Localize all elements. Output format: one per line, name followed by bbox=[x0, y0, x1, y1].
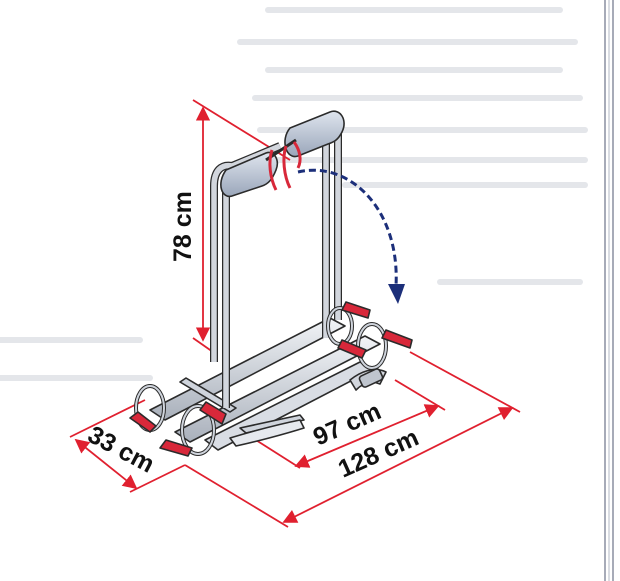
latch bbox=[349, 368, 387, 391]
total-width-dimension bbox=[184, 351, 521, 528]
wheel-holders bbox=[129, 301, 413, 457]
frame-clamp bbox=[268, 141, 302, 191]
fold-arrow bbox=[297, 168, 405, 304]
bike-carrier bbox=[129, 110, 413, 457]
height-label: 78 cm bbox=[169, 191, 197, 262]
depth-dimension bbox=[69, 399, 186, 493]
background-ghost-lines bbox=[0, 7, 588, 381]
height-dimension bbox=[192, 99, 291, 353]
page-border-rule bbox=[604, 0, 614, 581]
upright-frame bbox=[210, 130, 342, 408]
curved-dashed-arrow-icon bbox=[297, 168, 398, 287]
